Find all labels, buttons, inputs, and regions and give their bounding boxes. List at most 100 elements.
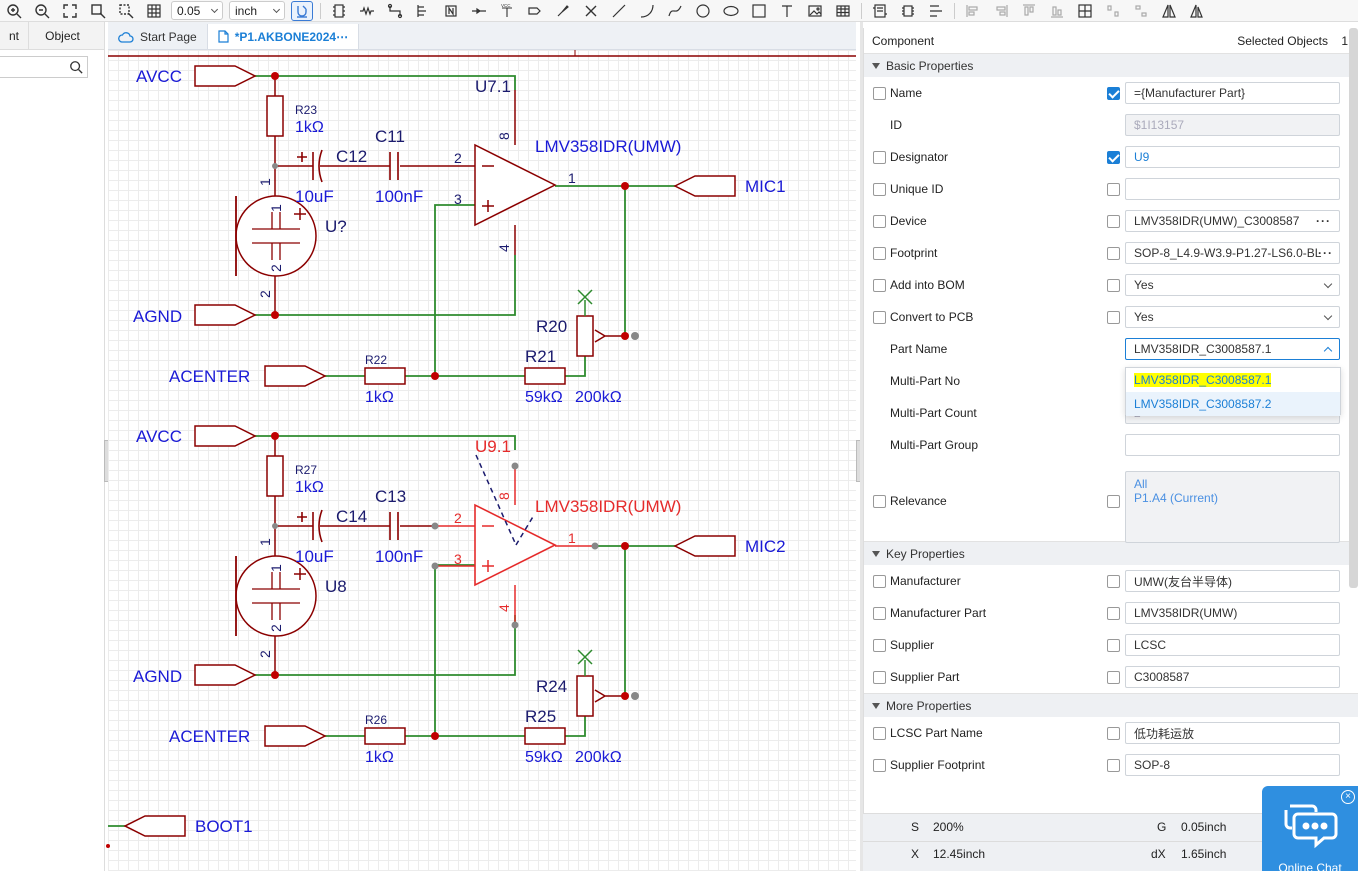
properties-scrollbar[interactable] xyxy=(1349,28,1358,588)
show-checkbox[interactable] xyxy=(1107,86,1120,100)
circuit-bottom[interactable]: AVCC AGND ACENTER MIC2 R27 1kΩ C14 10uF … xyxy=(133,425,786,766)
net-flag[interactable] xyxy=(264,365,327,387)
arc-icon[interactable] xyxy=(636,1,658,21)
show-checkbox[interactable] xyxy=(1107,150,1120,164)
show-checkbox[interactable] xyxy=(1107,182,1120,196)
net-flag[interactable] xyxy=(194,664,257,686)
opamp-symbol-selected[interactable] xyxy=(474,503,557,587)
zoom-selection-icon[interactable] xyxy=(115,1,137,21)
designator-label[interactable]: R22 xyxy=(365,353,387,367)
more-options-icon[interactable]: ··· xyxy=(1318,246,1333,260)
rectangle-icon[interactable] xyxy=(748,1,770,21)
row-select-checkbox[interactable] xyxy=(873,310,886,324)
add-into-bom-select[interactable]: Yes xyxy=(1125,274,1340,296)
net-label-mic1[interactable]: MIC1 xyxy=(745,177,786,196)
flag-icon[interactable] xyxy=(524,1,546,21)
designator-label[interactable]: C14 xyxy=(336,507,367,526)
value-label[interactable]: 100nF xyxy=(375,187,423,206)
image-icon[interactable] xyxy=(804,1,826,21)
lcsc-part-name-field[interactable]: 低功耗运放 xyxy=(1125,722,1340,744)
show-checkbox[interactable] xyxy=(1107,758,1120,772)
designator-label-selected[interactable]: U9.1 xyxy=(475,437,511,456)
tab-object[interactable]: Object xyxy=(28,22,96,49)
row-select-checkbox[interactable] xyxy=(873,278,886,292)
net-label-avcc[interactable]: AVCC xyxy=(136,427,182,446)
net-flag[interactable] xyxy=(194,304,257,326)
close-icon[interactable]: × xyxy=(1341,790,1355,804)
block-icon[interactable] xyxy=(897,1,919,21)
opamp-symbol[interactable] xyxy=(474,143,557,227)
footprint-field[interactable]: SOP-8_L4.9-W3.9-P1.27-LS6.0-BL··· xyxy=(1125,242,1340,264)
zoom-in-icon[interactable] xyxy=(3,1,25,21)
designator-label[interactable]: R25 xyxy=(525,707,556,726)
manufacturer-field[interactable]: UMW(友台半导体) xyxy=(1125,570,1340,592)
show-checkbox[interactable] xyxy=(1107,246,1120,260)
unit-select[interactable]: inch xyxy=(229,1,285,20)
designator-field[interactable]: U9 xyxy=(1125,146,1340,168)
row-select-checkbox[interactable] xyxy=(873,494,886,508)
row-select-checkbox[interactable] xyxy=(873,574,886,588)
unique-id-field[interactable] xyxy=(1125,178,1340,200)
part-label[interactable]: LMV358IDR(UMW) xyxy=(535,137,681,156)
device-field[interactable]: LMV358IDR(UMW)_C3008587··· xyxy=(1125,210,1340,232)
ellipse-icon[interactable] xyxy=(720,1,742,21)
net-label-agnd[interactable]: AGND xyxy=(133,307,182,326)
relevance-item[interactable]: P1.A4 (Current) xyxy=(1134,491,1219,505)
resistor-symbol[interactable] xyxy=(524,727,566,745)
resistor-symbol[interactable] xyxy=(364,727,406,745)
resistor-symbol[interactable] xyxy=(524,367,566,385)
row-select-checkbox[interactable] xyxy=(873,86,886,100)
panel-divider[interactable] xyxy=(860,22,863,871)
row-select-checkbox[interactable] xyxy=(873,670,886,684)
bus-icon[interactable] xyxy=(412,1,434,21)
part-name-select[interactable]: LMV358IDR_C3008587.1 xyxy=(1125,338,1340,360)
designator-label[interactable]: R20 xyxy=(536,317,567,336)
relevance-item[interactable]: All xyxy=(1134,477,1148,491)
collapse-triangle-icon[interactable] xyxy=(872,702,880,709)
align-center-icon[interactable] xyxy=(1074,1,1096,21)
designator-label[interactable]: C11 xyxy=(375,127,405,146)
row-select-checkbox[interactable] xyxy=(873,246,886,260)
circuit-top[interactable]: AVCC AGND ACENTER MIC1 R23 1kΩ C12 10uF … xyxy=(133,65,786,406)
tab-schematic[interactable]: *P1.AKBONE2024⋯ xyxy=(207,24,360,49)
online-chat-widget[interactable]: × Online Chat xyxy=(1262,786,1358,875)
boot-net[interactable]: BOOT1 xyxy=(106,815,253,848)
grid-size-select[interactable]: 0.05 xyxy=(171,1,223,20)
designator-label[interactable]: R24 xyxy=(536,677,567,696)
net-flag[interactable] xyxy=(673,535,736,557)
snap-toggle-icon[interactable] xyxy=(291,0,313,21)
show-checkbox[interactable] xyxy=(1107,606,1120,620)
value-label[interactable]: 1kΩ xyxy=(295,119,324,136)
row-select-checkbox[interactable] xyxy=(873,758,886,772)
designator-label[interactable]: R21 xyxy=(525,347,556,366)
align-left-icon[interactable] xyxy=(962,1,984,21)
align-top-icon[interactable] xyxy=(1018,1,1040,21)
left-search-input[interactable] xyxy=(0,56,88,78)
show-checkbox[interactable] xyxy=(1107,494,1120,508)
more-options-icon[interactable]: ··· xyxy=(1316,214,1331,228)
net-label-mic2[interactable]: MIC2 xyxy=(745,537,786,556)
capacitor-symbol[interactable] xyxy=(305,149,399,183)
show-checkbox[interactable] xyxy=(1107,310,1120,324)
potentiometer-symbol[interactable] xyxy=(576,315,594,357)
value-label[interactable]: 100nF xyxy=(375,547,423,566)
net-label-boot1[interactable]: BOOT1 xyxy=(195,817,253,836)
supplier-field[interactable]: LCSC xyxy=(1125,634,1340,656)
zoom-out-icon[interactable] xyxy=(31,1,53,21)
resistor-symbol[interactable] xyxy=(266,455,284,497)
section-key-properties[interactable]: Key Properties xyxy=(864,541,1358,565)
row-select-checkbox[interactable] xyxy=(873,182,886,196)
section-basic-properties[interactable]: Basic Properties xyxy=(864,53,1358,77)
net-flag[interactable] xyxy=(264,725,327,747)
net-label-agnd[interactable]: AGND xyxy=(133,667,182,686)
value-label[interactable]: 1kΩ xyxy=(295,479,324,496)
resistor-icon[interactable] xyxy=(356,1,378,21)
distribute-h-icon[interactable] xyxy=(1102,1,1124,21)
name-field[interactable]: ={Manufacturer Part} xyxy=(1125,82,1340,104)
designator-label[interactable]: C12 xyxy=(336,147,367,166)
show-checkbox[interactable] xyxy=(1107,574,1120,588)
align-bottom-icon[interactable] xyxy=(1046,1,1068,21)
row-select-checkbox[interactable] xyxy=(873,638,886,652)
flip-vertical-icon[interactable] xyxy=(1186,1,1208,21)
show-checkbox[interactable] xyxy=(1107,726,1120,740)
